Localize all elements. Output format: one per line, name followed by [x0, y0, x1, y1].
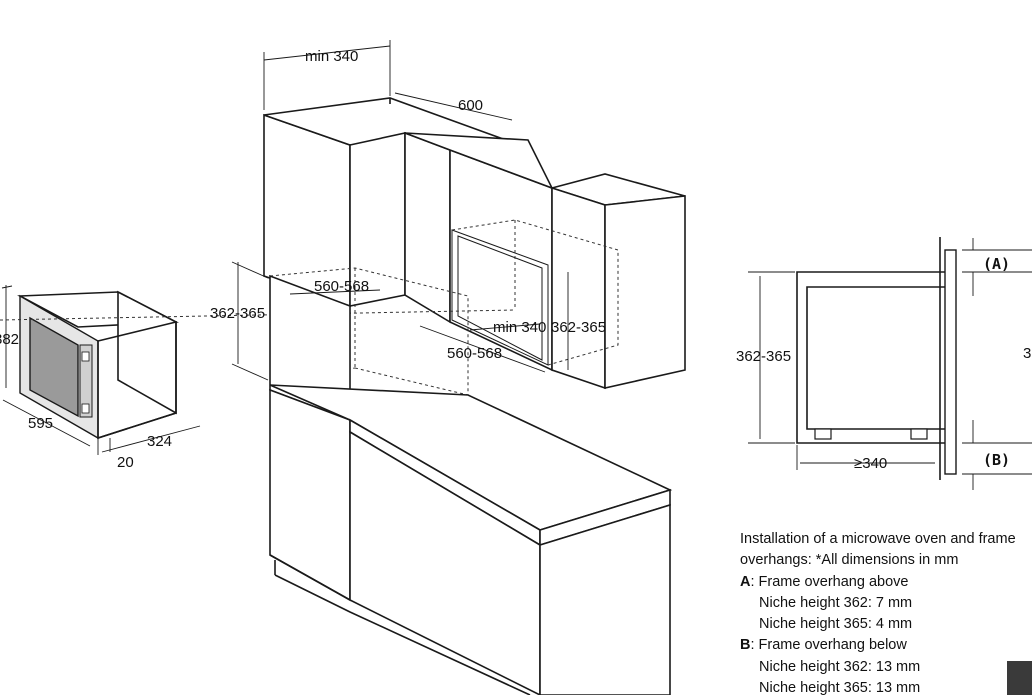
section-drawing	[748, 237, 1032, 490]
legend-b-item1: Niche height 362: 13 mm	[759, 658, 921, 675]
cabinet-depth-label: 600	[458, 97, 483, 114]
cabinet-drawing	[0, 40, 686, 695]
section-height-right-label: 382	[1023, 345, 1032, 362]
cabinet-niche-width-left-label: 560-568	[314, 278, 369, 295]
section-depth-label: ≥340	[854, 455, 887, 472]
legend-intro-line1: Installation of a microwave oven and fra…	[740, 531, 1016, 547]
legend-a-item1: Niche height 362: 7 mm	[759, 594, 913, 611]
microwave-height-label: 382	[0, 331, 19, 348]
microwave-depth-label: 324	[147, 433, 172, 450]
cabinet-top-width-label: min 340	[305, 48, 358, 65]
cabinet-niche-height-right-label: 362-365	[551, 319, 606, 336]
legend-b-text: : Frame overhang below	[750, 637, 907, 654]
legend-b-item2: Niche height 365: 13 mm	[759, 680, 921, 697]
legend-a-key: A	[740, 573, 751, 590]
cabinet-niche-width-front-label: 560-568	[447, 345, 502, 362]
legend-b-row: B: Frame overhang below	[740, 635, 1032, 656]
section-label-b: (B)	[983, 451, 1010, 469]
microwave-drawing	[1, 285, 201, 455]
microwave-width-label: 595	[28, 415, 53, 432]
legend-a-row: A: Frame overhang above	[740, 572, 1032, 593]
legend-b-key: B	[740, 637, 751, 654]
microwave-frame-depth-label: 20	[117, 454, 134, 471]
cabinet-niche-height-left-label: 362-365	[210, 305, 265, 322]
corner-tab	[1007, 661, 1032, 695]
cabinet-niche-depth-label: min 340	[493, 319, 546, 336]
legend: Installation of a microwave oven and fra…	[740, 529, 1032, 699]
legend-a-item2: Niche height 365: 4 mm	[759, 616, 913, 633]
section-height-left-label: 362-365	[736, 348, 791, 365]
legend-a-text: : Frame overhang above	[750, 573, 909, 590]
section-label-a: (A)	[983, 255, 1010, 273]
legend-intro-line2: overhangs: *All dimensions in mm	[740, 552, 959, 569]
